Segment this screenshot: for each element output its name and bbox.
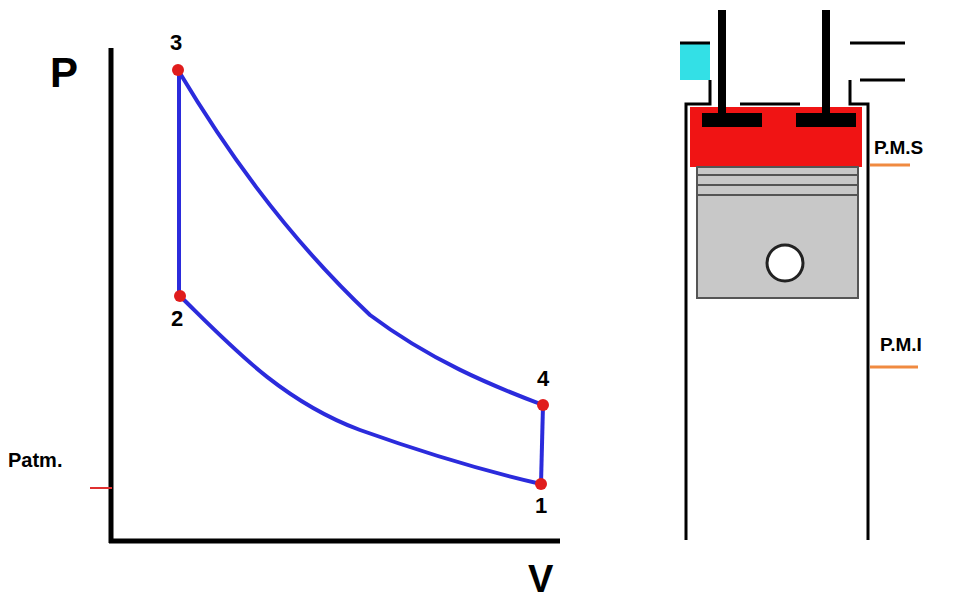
pressure-label: Patm. [8, 450, 62, 470]
cycle-curve [178, 70, 543, 484]
point-number: 3 [170, 32, 182, 54]
point-number: 4 [537, 368, 549, 390]
position-label: P.M.S [874, 138, 923, 157]
position-label: P.M.I [880, 335, 922, 354]
patm-tick [90, 487, 112, 489]
state-point [172, 64, 549, 490]
point-number: 1 [535, 495, 547, 517]
p-axis [109, 48, 114, 543]
v-axis [109, 539, 560, 544]
cylinder [680, 10, 918, 540]
axis-label: P [50, 52, 78, 94]
point-number: 2 [171, 308, 183, 330]
axis-label: V [528, 560, 553, 598]
